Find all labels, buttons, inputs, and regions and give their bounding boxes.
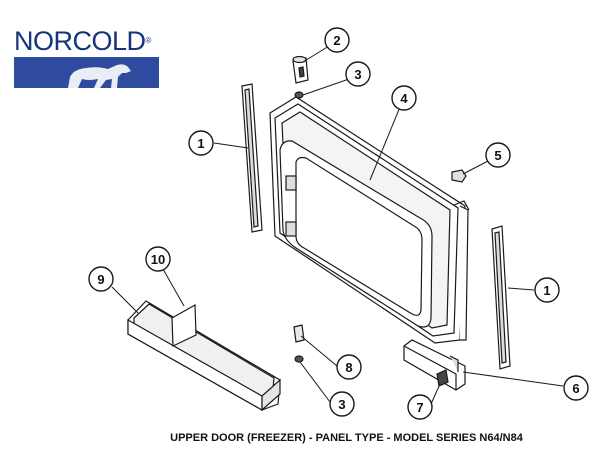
callout-label: 4 [400,91,408,106]
callout-3-top: 3 [345,61,371,87]
part-9-door-bin [127,300,281,412]
part-7-end-cap [436,369,449,387]
part-6-handle-trim [403,339,466,391]
registered-mark: ® [145,36,152,45]
callout-label: 3 [338,397,345,412]
part-1-left-strip [241,83,263,233]
part-5-clip [451,169,467,183]
diagram-caption: UPPER DOOR (FREEZER) - PANEL TYPE - MODE… [170,432,523,444]
callout-label: 1 [543,283,550,298]
part-10-bin-divider [171,303,197,347]
part-4-door-panel [269,96,470,344]
polar-bear-icon [68,64,131,88]
callout-1-left: 1 [188,130,214,156]
part-1-right-strip [491,225,511,370]
callout-5: 5 [485,142,511,168]
callout-label: 10 [151,252,165,267]
callout-label: 6 [572,381,579,396]
callout-label: 7 [416,400,423,415]
leader-lines [111,45,564,405]
callout-9: 9 [88,266,114,292]
callout-6: 6 [563,375,589,401]
callout-10: 10 [145,246,171,272]
callout-8: 8 [336,354,362,380]
callout-7: 7 [407,394,433,420]
callout-2: 2 [324,27,350,53]
callout-1-right: 1 [534,277,560,303]
part-2-hinge-pin [292,55,309,84]
logo-wordmark: NORCOLD [14,26,146,56]
callouts: 1 2 3 4 5 1 9 10 8 3 6 7 [88,27,589,420]
callout-label: 3 [354,67,361,82]
callout-label: 8 [345,360,352,375]
callout-label: 1 [197,136,204,151]
callout-label: 5 [494,148,501,163]
norcold-logo-text: NORCOLD® [14,26,160,56]
callout-3-bottom: 3 [329,391,355,417]
callout-4: 4 [391,85,417,111]
polar-bear-logo-band [14,57,159,88]
part-3-bottom-washer [294,355,304,363]
callout-label: 2 [333,33,340,48]
part-8-bracket [293,324,305,343]
callout-label: 9 [97,272,104,287]
